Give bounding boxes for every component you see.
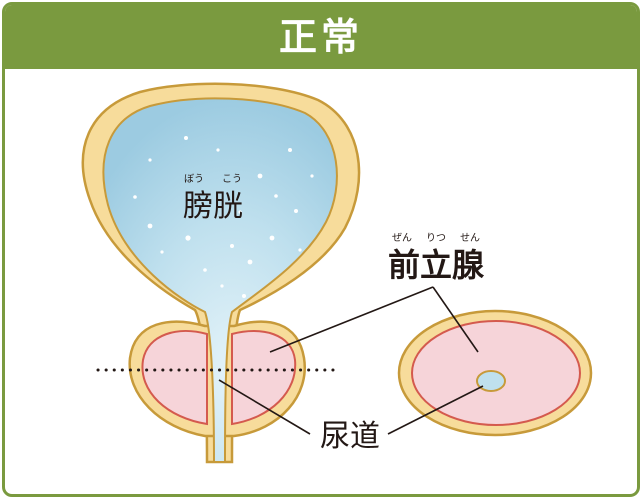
prostate-ruby-3: せん: [460, 232, 480, 244]
header-bar: [5, 5, 637, 69]
prostate-right-lobe: [231, 330, 297, 426]
bladder-ruby-1: ぼう: [184, 173, 204, 185]
bladder-sparkles: [133, 136, 314, 298]
bladder-label: 膀胱: [183, 189, 243, 224]
urethra-cross-section: [476, 370, 506, 392]
urethra-label: 尿道: [320, 419, 380, 454]
prostate-ruby-2: りつ: [426, 232, 446, 244]
prostate-leader-lines: [269, 286, 479, 353]
bladder-cavity: [102, 97, 338, 463]
prostate-ruby-1: ぜん: [392, 232, 412, 244]
page-title: 正常: [278, 15, 363, 59]
bladder-ruby-2: こう: [222, 173, 242, 185]
prostate-label: 前立腺: [388, 246, 485, 284]
prostate-left-lobe: [141, 330, 208, 426]
urethra-leader-lines: [218, 379, 484, 435]
